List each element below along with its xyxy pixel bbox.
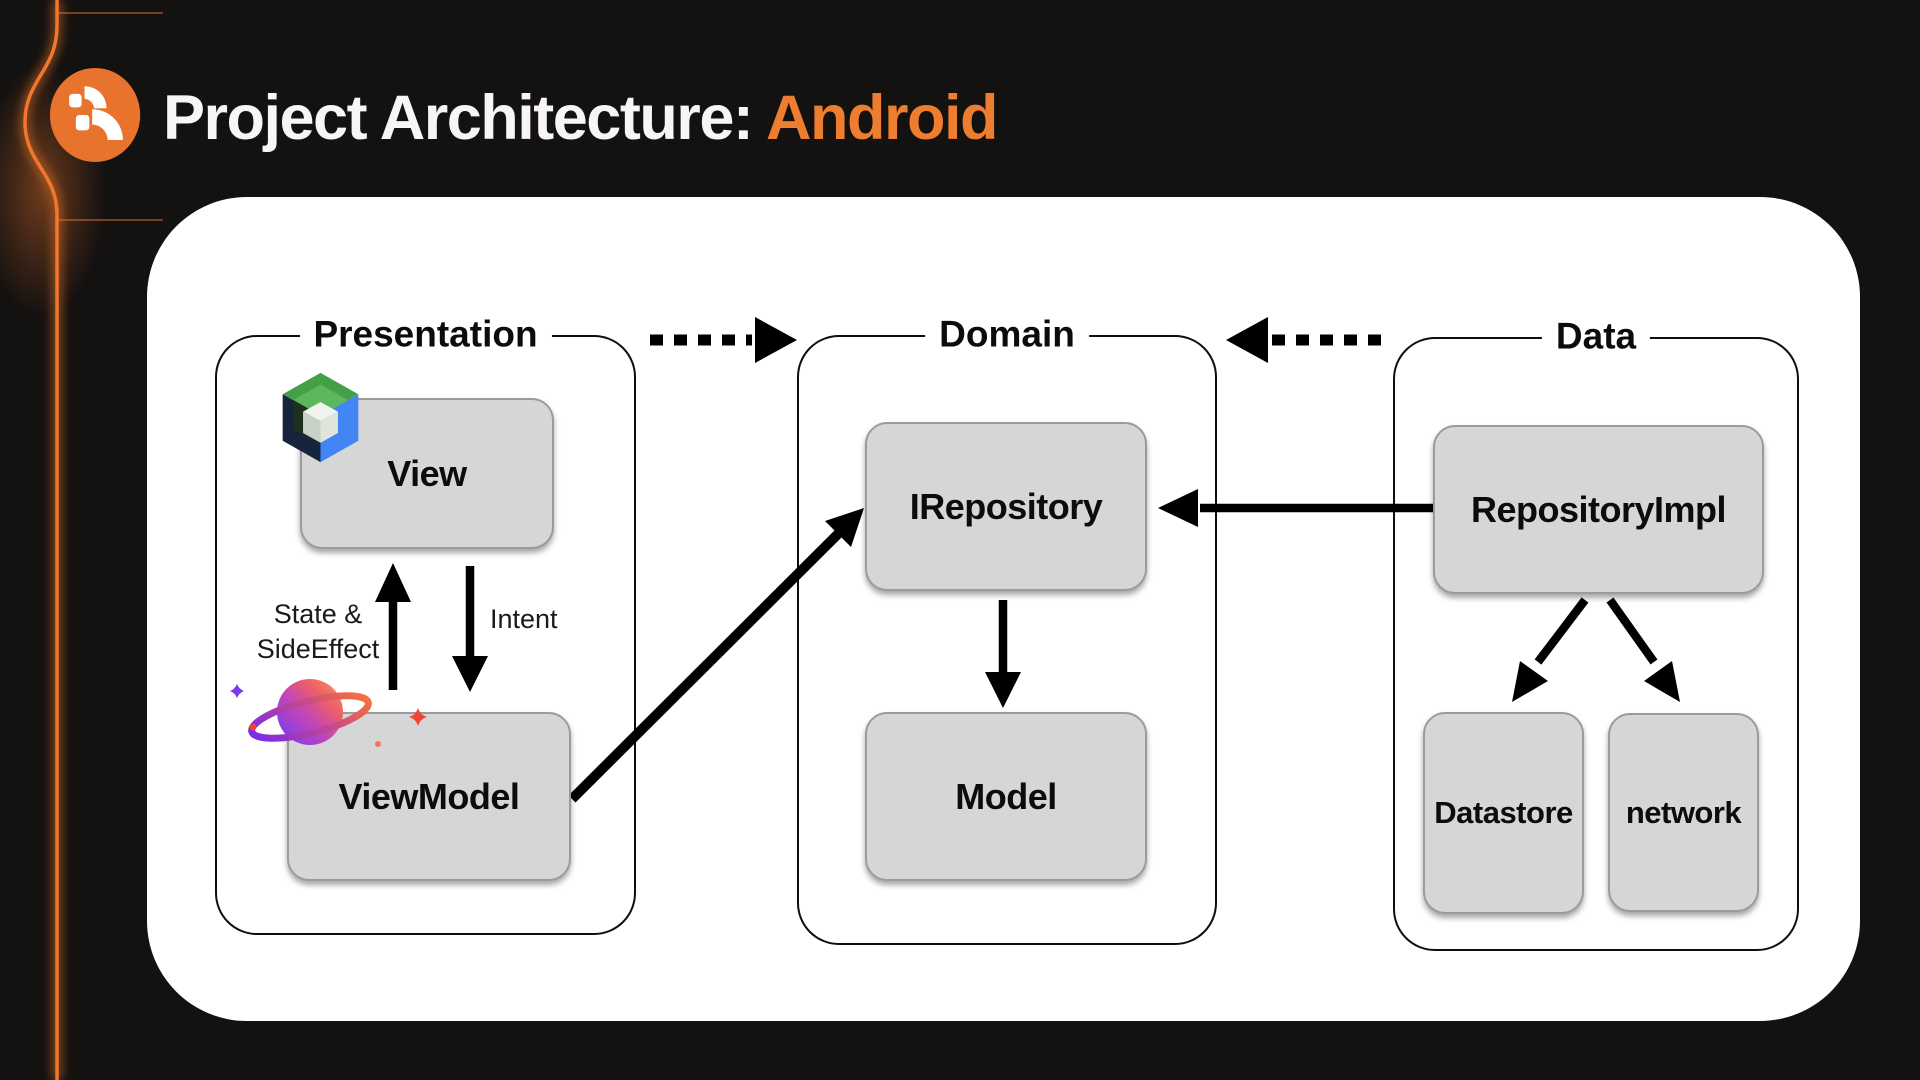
edge-label-state-sideeffect: State & SideEffect [240,597,396,667]
node-viewmodel-label: ViewModel [338,775,520,817]
node-model: Model [865,712,1147,881]
page-title-highlight: Android [766,83,998,153]
node-viewmodel: ViewModel [287,712,571,881]
page-title-prefix: Project Architecture: [163,83,766,153]
node-network: network [1608,713,1759,912]
group-data: Data [1393,315,1799,951]
group-domain-label: Domain [925,313,1089,356]
node-datastore-label: Datastore [1434,795,1573,830]
group-data-label: Data [1541,315,1651,358]
node-view-label: View [387,452,467,494]
jetpack-compose-icon [282,372,359,463]
node-datastore: Datastore [1423,712,1584,914]
group-presentation: Presentation [215,313,636,935]
node-repositoryimpl: RepositoryImpl [1433,425,1764,594]
edge-label-intent: Intent [490,604,558,634]
edge-label-state-line1: State & [273,599,363,629]
planet-icon [230,679,427,747]
brand-logo-icon [49,67,141,163]
node-irepository-label: IRepository [909,485,1103,527]
edge-label-state-line2: SideEffect [256,634,380,665]
group-presentation-label: Presentation [299,313,552,356]
node-repositoryimpl-label: RepositoryImpl [1470,488,1727,530]
node-model-label: Model [955,775,1057,817]
node-irepository: IRepository [865,422,1147,591]
page-title: Project Architecture: Android [163,83,998,153]
node-network-label: network [1625,794,1742,830]
